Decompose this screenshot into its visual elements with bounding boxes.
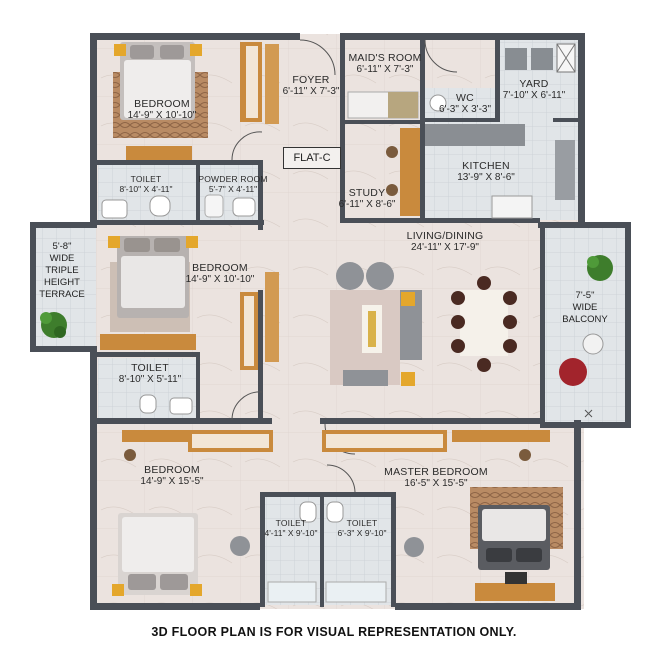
bedroom3-furniture: [112, 513, 250, 596]
toilet4-label: TOILET 6'-3" X 9'-10": [338, 518, 387, 538]
flat-label: FLAT-C: [283, 147, 341, 169]
room-dims: 6'-3" X 3'-3": [438, 104, 492, 115]
room-name: TOILET: [275, 518, 307, 528]
terrace-line: WIDE: [49, 253, 75, 264]
study-furniture: [386, 128, 420, 216]
room-dims: 13'-9" X 8'-6": [457, 172, 515, 183]
master-bedroom-label: MASTER BEDROOM 16'-5" X 15'-5": [384, 466, 488, 490]
disclaimer-text: 3D FLOOR PLAN IS FOR VISUAL REPRESENTATI…: [151, 625, 517, 639]
maids-room-label: MAID'S ROOM 6'-11" X 7'-3": [348, 52, 421, 76]
room-name: STUDY: [348, 187, 386, 199]
wc-label: WC 6'-3" X 3'-3": [439, 92, 491, 116]
room-name: WC: [456, 92, 474, 104]
room-dims: 4'-11" X 9'-10": [264, 528, 318, 538]
room-dims: 14'-9" X 15'-5": [140, 476, 204, 487]
room-dims: 24'-11" X 17'-9": [410, 242, 479, 253]
room-name: BEDROOM: [134, 98, 190, 110]
bedroom1-label: BEDROOM 14'-9" X 10'-10": [128, 98, 197, 122]
balcony-floor: [545, 228, 625, 423]
room-dims: 5'-7" X 4'-11": [208, 184, 258, 194]
room-name: LIVING/DINING: [406, 230, 484, 242]
room-name: FOYER: [292, 74, 330, 86]
toilet1-label: TOILET 8'-10" X 4'-11": [119, 174, 172, 194]
service-area-furniture: [347, 43, 576, 219]
room-name: POWDER ROOM: [198, 174, 268, 184]
bedroom3-label: BEDROOM 14'-9" X 15'-5": [140, 464, 203, 488]
foyer-label: FOYER 6'-11" X 7'-3": [283, 74, 340, 98]
room-name: TOILET: [131, 362, 169, 374]
room-name: YARD: [519, 78, 549, 90]
room-name: MASTER BEDROOM: [384, 466, 488, 478]
yard-label: YARD 7'-10" X 6'-11": [503, 78, 565, 102]
terrace-line: 5'-8": [52, 241, 72, 252]
bedroom2-label: BEDROOM 14'-9" X 10'-10": [186, 262, 255, 286]
balcony-line: 7'-5": [575, 290, 595, 301]
room-dims: 8'-10" X 4'-11": [119, 184, 173, 194]
terrace-line: TERRACE: [39, 289, 85, 300]
room-dims: 14'-9" X 10'-10": [127, 110, 197, 121]
kitchen-label: KITCHEN 13'-9" X 8'-6": [457, 160, 515, 184]
room-name: MAID'S ROOM: [348, 52, 422, 64]
toilet-fixtures-1: [101, 194, 256, 219]
room-dims: 14'-9" X 10'-10": [185, 274, 255, 285]
balcony-line: WIDE: [572, 302, 598, 313]
toilet2-label: TOILET 8'-10" X 5'-11": [119, 362, 181, 386]
room-name: BEDROOM: [144, 464, 200, 476]
room-dims: 6'-11" X 7'-3": [282, 86, 340, 97]
study-label: STUDY 6'-11" X 8'-6": [339, 187, 396, 211]
terrace-label: 5'-8" WIDE TRIPLE HEIGHT TERRACE: [39, 241, 84, 301]
room-dims: 16'-5" X 15'-5": [404, 478, 468, 489]
living-dining-label: LIVING/DINING 24'-11" X 17'-9": [407, 230, 484, 254]
room-dims: 7'-10" X 6'-11": [502, 90, 566, 101]
door-swings: [231, 39, 458, 493]
terrace-line: HEIGHT: [44, 277, 80, 288]
room-name: TOILET: [346, 518, 378, 528]
balcony-line: BALCONY: [562, 314, 608, 325]
room-dims: 8'-10" X 5'-11": [118, 374, 182, 385]
walls: [30, 33, 631, 610]
room-name: KITCHEN: [462, 160, 510, 172]
balcony-label: 7'-5" WIDE BALCONY: [562, 290, 607, 326]
toilet3-label: TOILET 4'-11" X 9'-10": [264, 518, 317, 538]
room-name: BEDROOM: [192, 262, 248, 274]
room-name: TOILET: [130, 174, 162, 184]
wardrobes-middle: [122, 430, 550, 461]
balcony-furniture: [559, 255, 613, 418]
bedroom2-furniture: [100, 236, 279, 370]
powder-room-label: POWDER ROOM 5'-7" X 4'-11": [198, 174, 267, 194]
toilet-fixtures-3-4: [267, 501, 387, 603]
room-dims: 6'-3" X 9'-10": [337, 528, 387, 538]
bedroom1-furniture: [113, 42, 279, 160]
room-dims: 6'-11" X 7'-3": [356, 64, 414, 75]
master-bedroom-furniture: [404, 487, 563, 601]
terrace-line: TRIPLE: [45, 265, 79, 276]
terrace-plant-icon: [40, 312, 67, 338]
living-dining-furniture: [330, 262, 517, 386]
room-dims: 6'-11" X 8'-6": [338, 199, 396, 210]
toilet-fixtures-2: [139, 394, 193, 415]
